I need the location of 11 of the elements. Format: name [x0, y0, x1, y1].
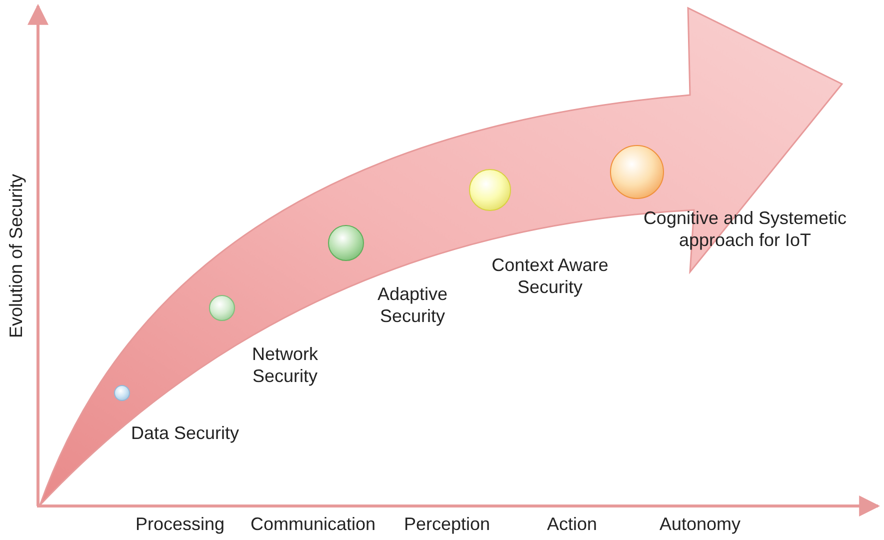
- axis-title: Evolution of Security: [5, 172, 27, 340]
- axis-category-label: Autonomy: [658, 513, 742, 535]
- axis-category-label: Perception: [402, 513, 492, 535]
- stage-label: Adaptive Security: [376, 283, 449, 327]
- axis-category-label: Communication: [249, 513, 377, 535]
- stage-label: Context Aware Security: [490, 254, 610, 298]
- axis-category-label: Action: [546, 513, 598, 535]
- stage-label: Network Security: [250, 343, 319, 387]
- stage-label: Data Security: [130, 422, 240, 444]
- axis-category-label: Processing: [134, 513, 226, 535]
- stage-label: Cognitive and Systemetic approach for IoT: [642, 207, 848, 251]
